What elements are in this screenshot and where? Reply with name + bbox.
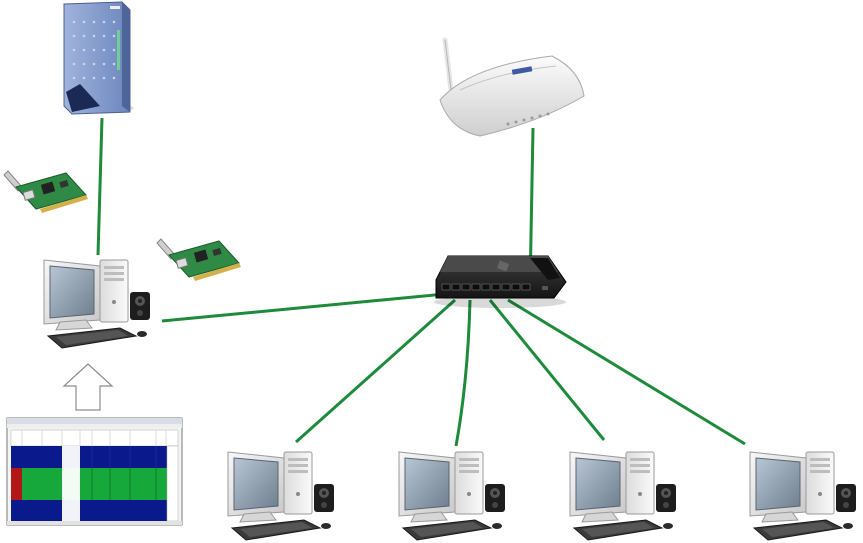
up-arrow-icon bbox=[62, 363, 114, 411]
desktop-computer-icon bbox=[569, 451, 677, 541]
wireless-router-icon bbox=[439, 37, 585, 137]
desktop-computer-icon bbox=[398, 451, 506, 541]
software-window-icon bbox=[6, 417, 183, 526]
desktop-computer-icon bbox=[227, 451, 335, 541]
cable-server-to-switch bbox=[161, 292, 446, 323]
cable-switch-to-client-3 bbox=[488, 299, 606, 441]
cable-switch-to-client-4 bbox=[507, 298, 746, 446]
network-switch-icon bbox=[434, 255, 567, 308]
cable-switch-to-client-2 bbox=[454, 299, 472, 447]
desktop-computer-icon bbox=[749, 451, 857, 541]
cable-switch-to-client-1 bbox=[295, 298, 456, 444]
cable-modem-to-server bbox=[96, 117, 104, 256]
network-card-icon bbox=[156, 238, 242, 282]
network-card-icon bbox=[3, 170, 89, 214]
cable-modem-icon bbox=[63, 1, 134, 115]
desktop-computer-icon bbox=[43, 259, 151, 349]
